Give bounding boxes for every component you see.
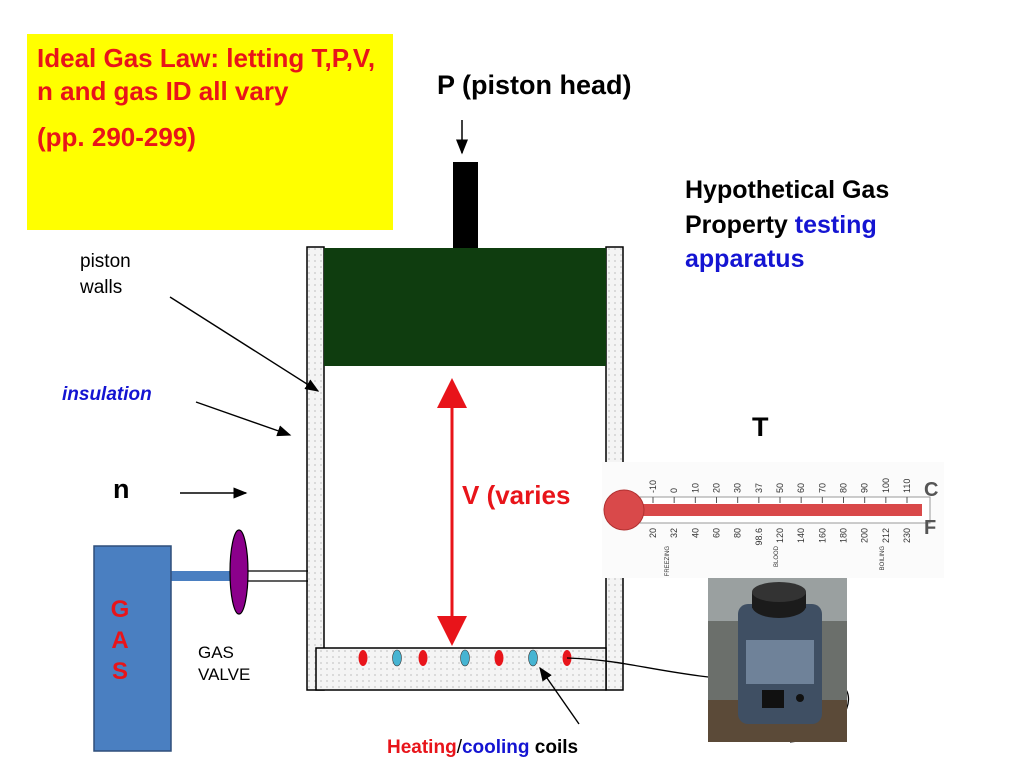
gas-valve-line1: GAS bbox=[198, 643, 234, 662]
celsius-unit: C bbox=[924, 479, 938, 501]
fahrenheit-tick-label: 20 bbox=[648, 528, 658, 538]
page-reference: (pp. 290-299) bbox=[37, 121, 196, 152]
temperature-label: T bbox=[752, 412, 769, 442]
left-insulated-wall bbox=[306, 246, 325, 691]
piston-walls-label: piston walls bbox=[80, 249, 131, 300]
moles-label: n bbox=[113, 474, 130, 504]
thermometer-mercury bbox=[626, 504, 922, 516]
gas-tank bbox=[93, 545, 172, 752]
celsius-tick-label: 37 bbox=[754, 483, 764, 493]
celsius-tick-label: 10 bbox=[690, 483, 700, 493]
coil-blue bbox=[460, 649, 470, 667]
celsius-tick-label: 110 bbox=[902, 479, 912, 493]
fahrenheit-tick-label: 140 bbox=[796, 528, 806, 543]
celsius-tick-label: 80 bbox=[839, 483, 849, 493]
celsius-tick-label: 70 bbox=[817, 483, 827, 493]
boiling-label: BOILING bbox=[880, 546, 886, 571]
insulation-arrow bbox=[195, 401, 292, 437]
slide-title: Ideal Gas Law: letting T,P,V, n and gas … bbox=[37, 43, 376, 107]
celsius-tick-label: 50 bbox=[775, 483, 785, 493]
coils-tail-word: coils bbox=[529, 737, 579, 758]
gas-tank-label: G A S bbox=[110, 594, 130, 688]
apparatus-title: Hypothetical Gas Property testing appara… bbox=[685, 173, 945, 277]
fahrenheit-tick-label: 160 bbox=[817, 528, 827, 543]
apparatus-title-blue: testing apparatus bbox=[685, 210, 877, 274]
fahrenheit-tick-label: 180 bbox=[839, 528, 849, 543]
gas-pipe-inner bbox=[171, 571, 239, 581]
coil-red bbox=[358, 650, 368, 666]
celsius-tick-label: -10 bbox=[648, 480, 658, 493]
fahrenheit-tick-label: 120 bbox=[775, 528, 785, 543]
fahrenheit-tick-label: 40 bbox=[690, 528, 700, 538]
fahrenheit-tick-label: 230 bbox=[902, 528, 912, 543]
blood-label: BLOOD bbox=[774, 545, 780, 567]
gas-letter-s: S bbox=[111, 658, 128, 686]
heater-controller bbox=[708, 571, 847, 742]
coils-heating-word: Heating bbox=[387, 737, 457, 758]
celsius-tick-label: 20 bbox=[712, 483, 722, 493]
coils-arrow bbox=[539, 666, 580, 725]
insulation-label: insulation bbox=[62, 384, 152, 405]
gas-letter-a: A bbox=[111, 627, 129, 655]
freezing-label: FREEZING bbox=[665, 546, 671, 577]
gas-letter-g: G bbox=[110, 596, 130, 623]
fahrenheit-unit: F bbox=[924, 517, 936, 539]
piston-head-label: P (piston head) bbox=[437, 70, 632, 100]
celsius-tick-label: 60 bbox=[796, 483, 806, 493]
fahrenheit-tick-label: 60 bbox=[712, 528, 722, 538]
celsius-tick-label: 30 bbox=[733, 483, 743, 493]
piston-head bbox=[324, 248, 606, 366]
apparatus-title-black: Hypothetical Gas Property bbox=[685, 176, 890, 239]
coil-red bbox=[494, 650, 504, 666]
gas-valve-line2: VALVE bbox=[198, 665, 251, 685]
title-box: Ideal Gas Law: letting T,P,V, n and gas … bbox=[27, 34, 393, 230]
coils-separator: / bbox=[456, 737, 462, 758]
fahrenheit-tick-label: 32 bbox=[669, 528, 679, 538]
fahrenheit-tick-label: 200 bbox=[860, 528, 870, 543]
gas-valve[interactable] bbox=[229, 529, 249, 615]
celsius-tick-label: 100 bbox=[881, 478, 891, 493]
fahrenheit-tick-label: 80 bbox=[733, 528, 743, 538]
coil-blue bbox=[392, 649, 402, 667]
coils-label: Heating/cooling coils bbox=[387, 737, 578, 759]
volume-label: V (varies bbox=[462, 480, 571, 510]
piston-walls-arrow bbox=[169, 296, 320, 392]
gas-valve-label: GAS VALVE bbox=[198, 642, 250, 686]
celsius-tick-label: 90 bbox=[860, 483, 870, 493]
piston-rod bbox=[453, 162, 478, 248]
coil-blue bbox=[528, 649, 538, 667]
fahrenheit-tick-label: 212 bbox=[881, 528, 891, 543]
coil-red bbox=[418, 650, 428, 666]
fahrenheit-tick-label: 98.6 bbox=[754, 528, 764, 546]
coils-cooling-word: cooling bbox=[461, 737, 530, 758]
piston-walls-line1: piston bbox=[80, 251, 131, 272]
celsius-tick-label: 0 bbox=[669, 488, 679, 493]
piston-walls-line2: walls bbox=[80, 276, 123, 298]
thermometer-bulb bbox=[603, 489, 645, 531]
thermometer: -10 0 10 20 30 37 50 60 70 80 90 100 110 20 32 40 60 80 9… bbox=[602, 462, 944, 578]
